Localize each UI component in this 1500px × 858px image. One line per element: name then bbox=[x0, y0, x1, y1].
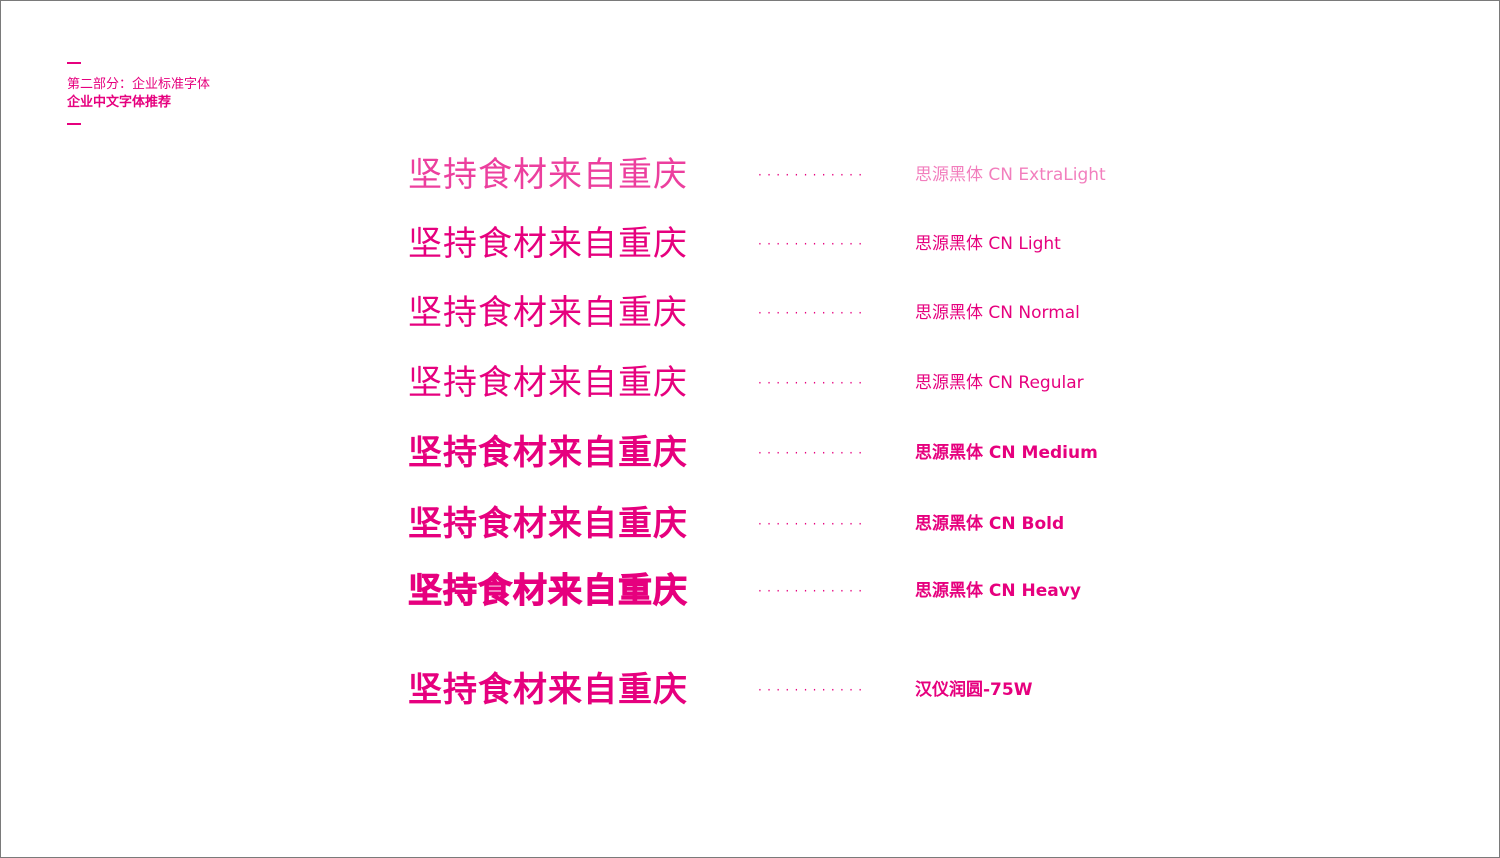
dotted-leader: ············ bbox=[758, 584, 868, 598]
font-sample: 坚持食材来自重庆 bbox=[408, 670, 688, 710]
font-sample: 坚持食材来自重庆 bbox=[408, 433, 688, 473]
font-name: 汉仪润圆-75W bbox=[915, 680, 1033, 700]
dotted-leader: ············ bbox=[758, 237, 868, 251]
font-name: 思源黑体 CN ExtraLight bbox=[915, 165, 1106, 185]
font-name: 思源黑体 CN Normal bbox=[915, 303, 1080, 323]
dotted-leader: ············ bbox=[758, 446, 868, 460]
page-title: 企业中文字体推荐 bbox=[67, 95, 172, 110]
font-name: 思源黑体 CN Bold bbox=[915, 514, 1065, 534]
font-row: 坚持食材来自重庆 ············ 汉仪润圆-75W bbox=[408, 665, 1208, 715]
font-name: 思源黑体 CN Medium bbox=[915, 443, 1098, 463]
font-row: 坚持食材来自重庆 ············ 思源黑体 CN Light bbox=[408, 219, 1208, 269]
dotted-leader: ············ bbox=[758, 306, 868, 320]
font-row: 坚持食材来自重庆 ············ 思源黑体 CN Normal bbox=[408, 288, 1208, 338]
font-sample: 坚持食材来自重庆 bbox=[408, 293, 688, 333]
font-sample: 坚持食材来自重庆 bbox=[408, 363, 688, 403]
font-name: 思源黑体 CN Light bbox=[915, 234, 1061, 254]
section-label: 第二部分：企业标准字体 bbox=[67, 77, 211, 92]
top-dash bbox=[67, 62, 81, 64]
font-sample: 坚持食材来自重庆 bbox=[408, 504, 688, 544]
font-sample: 坚持食材来自重庆 bbox=[408, 225, 688, 263]
bottom-dash bbox=[67, 123, 81, 125]
font-name: 思源黑体 CN Regular bbox=[915, 373, 1084, 393]
font-name: 思源黑体 CN Heavy bbox=[915, 581, 1081, 601]
dotted-leader: ············ bbox=[758, 376, 868, 390]
font-sample: 坚持食材来自重庆 bbox=[408, 156, 688, 194]
dotted-leader: ············ bbox=[758, 517, 868, 531]
font-row: 坚持食材来自重庆 ············ 思源黑体 CN Medium bbox=[408, 428, 1208, 478]
font-row: 坚持食材来自重庆 ············ 思源黑体 CN Bold bbox=[408, 499, 1208, 549]
font-row: 坚持食材来自重庆 ············ 思源黑体 CN ExtraLight bbox=[408, 150, 1208, 200]
font-sample: 坚持食材来自重庆 bbox=[408, 571, 688, 612]
font-row: 坚持食材来自重庆 ············ 思源黑体 CN Heavy bbox=[408, 566, 1208, 616]
dotted-leader: ············ bbox=[758, 168, 868, 182]
dotted-leader: ············ bbox=[758, 683, 868, 697]
font-row: 坚持食材来自重庆 ············ 思源黑体 CN Regular bbox=[408, 358, 1208, 408]
